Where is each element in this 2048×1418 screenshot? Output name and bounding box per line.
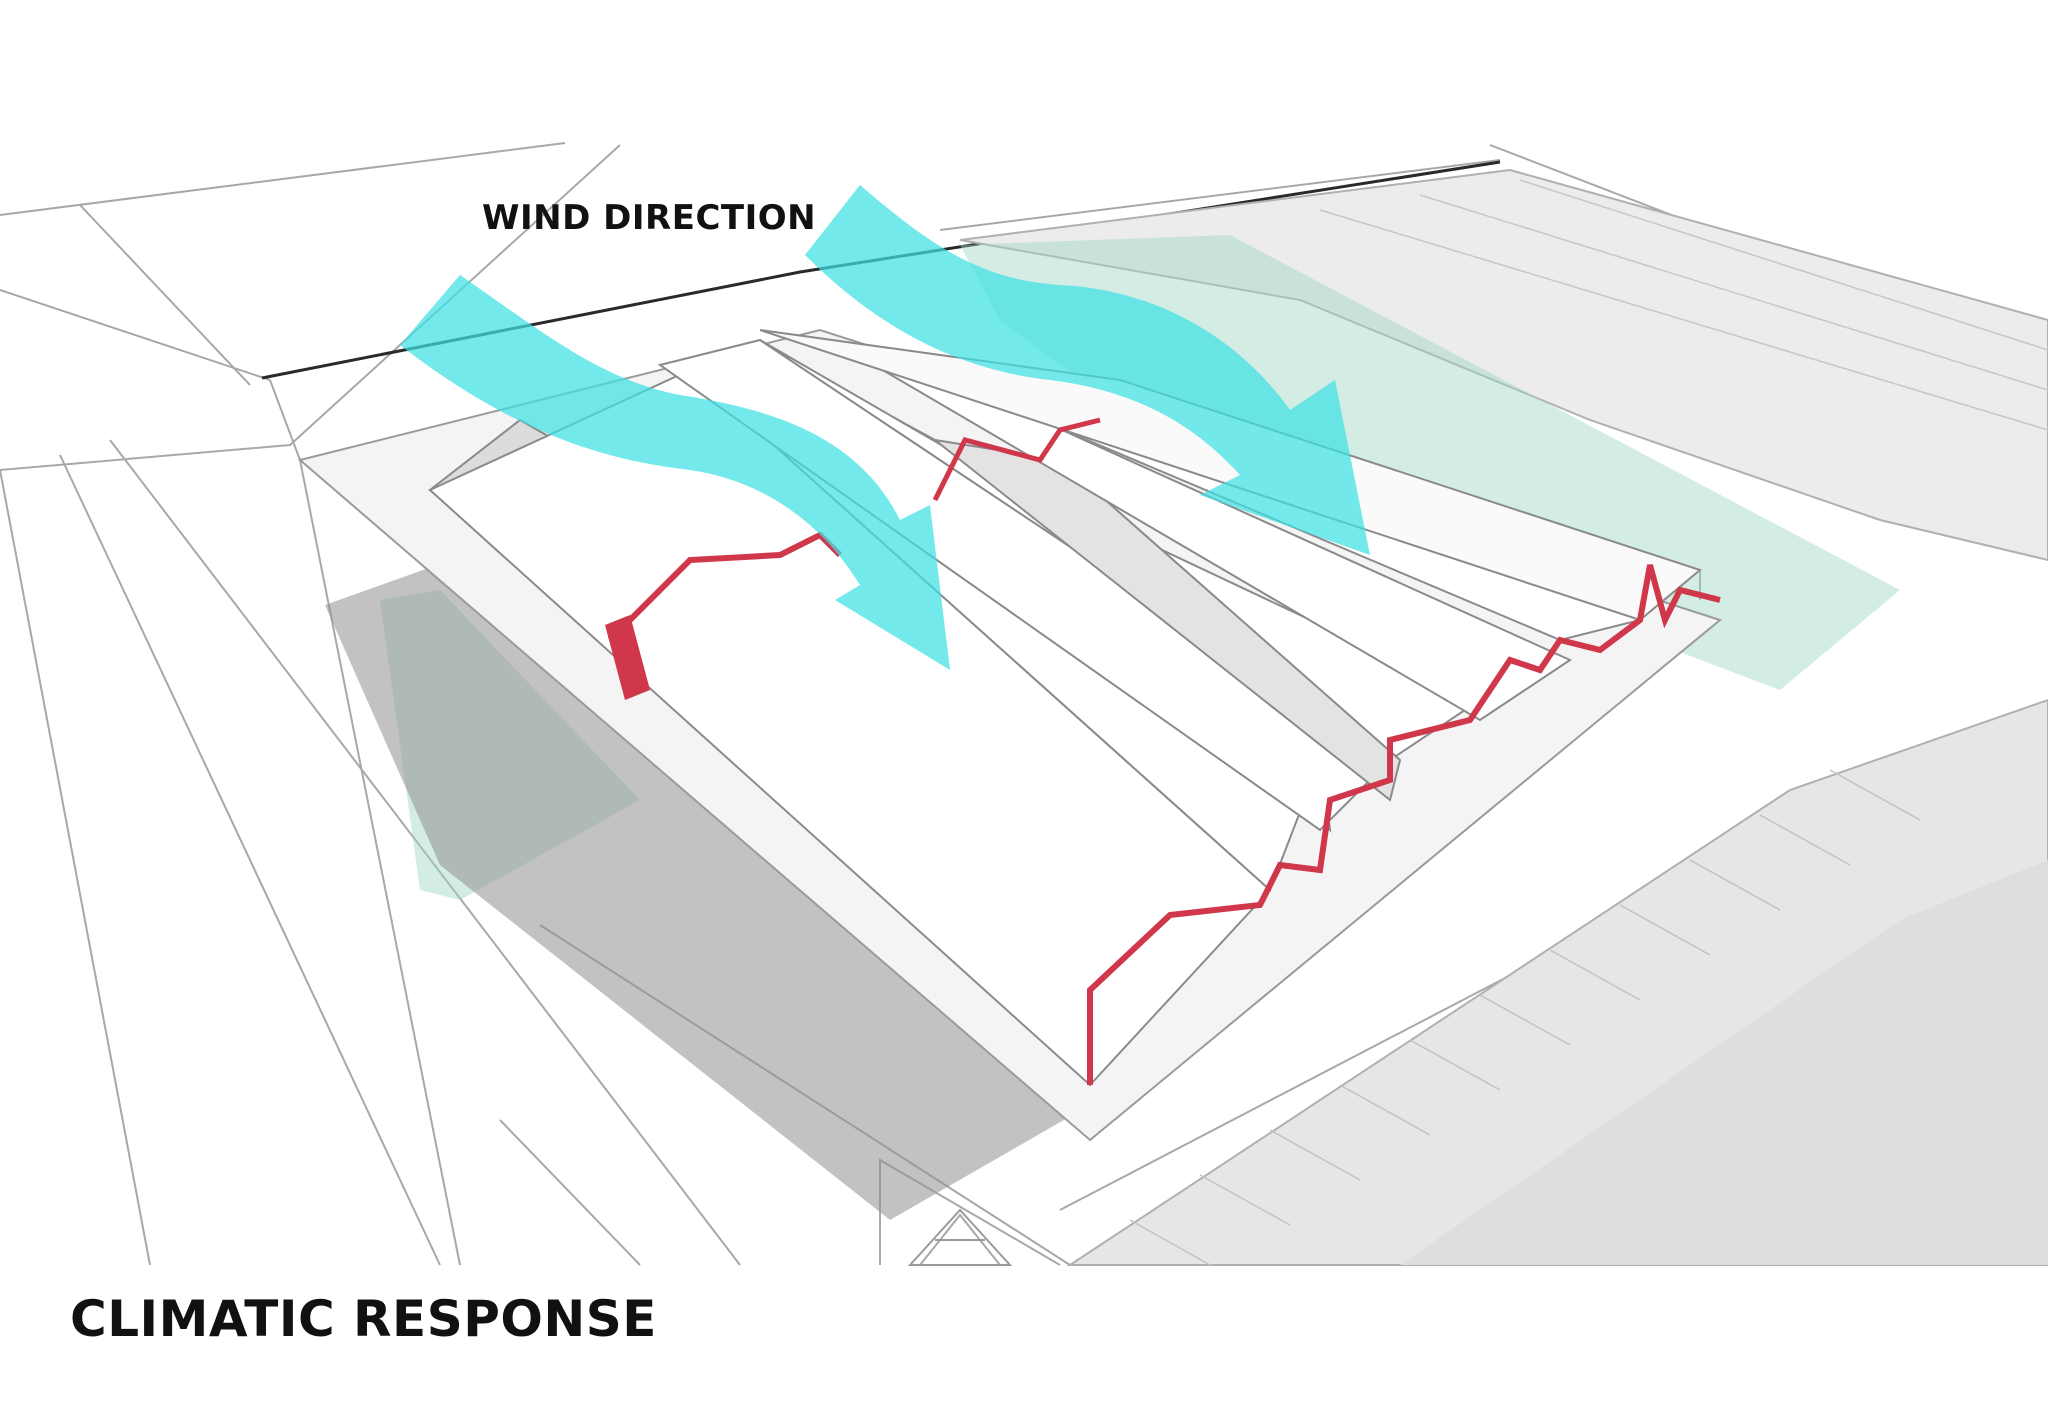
wind-arrows [400,185,1370,670]
building-shadow [325,555,1090,1220]
wind-direction-label: WIND DIRECTION [482,198,817,238]
parking-lot-south [1066,698,2048,1266]
section-cut-edge [1087,564,1721,1085]
section-cut-fill [605,615,650,700]
entrance-marker [907,1208,1013,1266]
diagram-title: CLIMATIC RESPONSE [70,1290,657,1348]
parking-lot-north [959,168,2048,562]
wind-arrow-east [805,185,1370,555]
section-cut-top-edge [607,531,843,643]
section-cut-upper [932,417,1101,502]
wind-arrow-west [400,275,950,670]
